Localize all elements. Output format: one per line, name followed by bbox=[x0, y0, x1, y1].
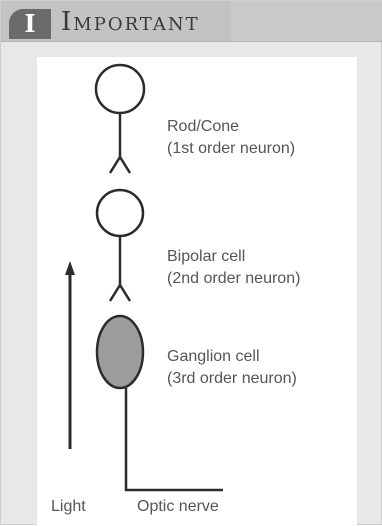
light-label: Light bbox=[51, 497, 86, 517]
optic-nerve-line bbox=[126, 388, 223, 490]
ganglion-label: Ganglion cell bbox=[167, 347, 260, 367]
retina-neuron-diagram: Rod/Cone (1st order neuron) Bipolar cell… bbox=[37, 57, 357, 526]
ganglion-neuron bbox=[97, 316, 223, 490]
bipolar-order-label: (2nd order neuron) bbox=[167, 269, 300, 289]
bipolar-cell-body bbox=[97, 190, 143, 236]
ganglion-cell-body bbox=[97, 316, 143, 388]
rod-cone-label: Rod/Cone bbox=[167, 117, 239, 137]
rod-cone-cell-body bbox=[96, 65, 144, 113]
rod-cone-neuron bbox=[96, 65, 144, 173]
light-arrow-head bbox=[65, 261, 75, 275]
header-badge: I bbox=[9, 9, 51, 39]
rod-cone-terminal bbox=[110, 157, 130, 173]
optic-nerve-label: Optic nerve bbox=[137, 497, 219, 517]
ganglion-order-label: (3rd order neuron) bbox=[167, 369, 297, 389]
header-title: Important bbox=[61, 7, 200, 37]
bipolar-neuron bbox=[97, 190, 143, 301]
box-header: I Important bbox=[1, 1, 382, 42]
bipolar-label: Bipolar cell bbox=[167, 247, 245, 267]
light-arrow bbox=[65, 261, 75, 449]
rod-cone-order-label: (1st order neuron) bbox=[167, 139, 295, 159]
bipolar-terminal bbox=[110, 285, 130, 301]
